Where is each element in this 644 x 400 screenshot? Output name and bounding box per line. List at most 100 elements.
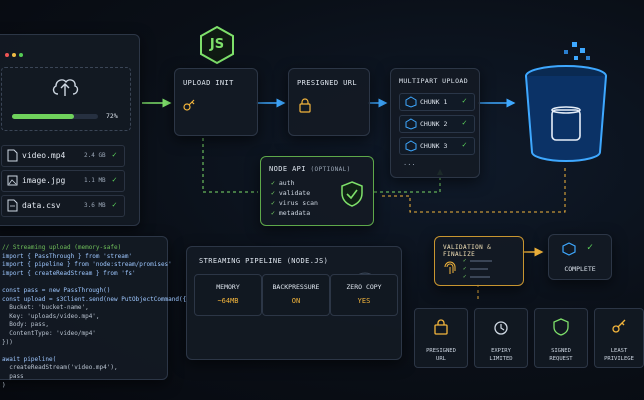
code-line bbox=[2, 347, 162, 356]
metric-label: MEMORY bbox=[216, 283, 240, 291]
metric-label: ZERO COPY bbox=[346, 283, 382, 291]
file-row[interactable]: data.csv 3.6 MB ✓ bbox=[1, 195, 125, 217]
storage-bucket bbox=[516, 40, 616, 170]
key-icon bbox=[612, 319, 626, 333]
code-panel bbox=[0, 236, 168, 380]
file-icon bbox=[7, 149, 18, 162]
lock-icon bbox=[299, 98, 311, 113]
progress-fill bbox=[12, 114, 74, 119]
upload-init-node[interactable]: UPLOAD INIT bbox=[174, 68, 258, 136]
logo-text: JS bbox=[209, 37, 225, 52]
code-line bbox=[2, 278, 162, 287]
check-icon: ✓ bbox=[462, 140, 467, 149]
node-api-item-text: auth bbox=[278, 179, 295, 187]
code-line: Body: pass, bbox=[2, 321, 49, 329]
check-icon: ✓ bbox=[462, 118, 467, 127]
node-api-item: ✓ validate bbox=[271, 189, 311, 197]
chunk-item: CHUNK 1 ✓ bbox=[399, 93, 475, 111]
code-line: Key: 'uploads/video.mp4', bbox=[2, 312, 100, 320]
chunk-label: CHUNK 2 bbox=[420, 120, 448, 128]
node-api-item: ✓ virus scan bbox=[271, 199, 318, 207]
metric-card: ZERO COPY YES bbox=[330, 274, 398, 316]
code-line: await pipeline( bbox=[2, 355, 57, 363]
dashed-bucket-to-validation bbox=[380, 168, 566, 213]
code-line: })) bbox=[2, 338, 13, 346]
file-row[interactable]: image.jpg 1.1 MB ✓ bbox=[1, 170, 125, 192]
dashed-init-to-nodeapi bbox=[202, 138, 258, 193]
file-row[interactable]: video.mp4 2.4 GB ✓ bbox=[1, 145, 125, 167]
code-line: import { createReadStream } from 'fs' bbox=[2, 269, 136, 277]
code-line: const upload = s3Client.send(new PutObje… bbox=[2, 295, 187, 303]
window-dots bbox=[5, 42, 23, 61]
pipeline-subtitle: (NODE.JS) bbox=[286, 257, 329, 265]
file-size: 3.6 MB bbox=[84, 202, 106, 209]
file-name: image.jpg bbox=[22, 176, 66, 185]
code-block: // Streaming upload (memory-safe)import … bbox=[2, 244, 187, 389]
upload-init-label: UPLOAD INIT bbox=[183, 79, 234, 87]
validation-checks: ✓ ✓ ✓ bbox=[463, 257, 492, 281]
code-line: createReadStream('video.mp4'), bbox=[2, 364, 118, 372]
validation-node[interactable]: VALIDATION & FINALIZE ✓ ✓ ✓ bbox=[434, 236, 524, 286]
check-icon: ✓ bbox=[587, 242, 594, 253]
chunk-label: CHUNK 1 bbox=[420, 98, 448, 106]
cloud-upload-icon bbox=[52, 79, 79, 96]
drop-zone[interactable]: 72% bbox=[1, 67, 131, 131]
shield-check-icon bbox=[341, 181, 363, 207]
csv-file-icon bbox=[7, 199, 18, 212]
upload-window: 72% video.mp4 2.4 GB ✓ image.jpg 1.1 MB … bbox=[0, 34, 140, 226]
chunk-item: CHUNK 3 ✓ bbox=[399, 137, 475, 155]
code-line: ) bbox=[2, 381, 6, 389]
file-size: 1.1 MB bbox=[84, 177, 106, 184]
pipeline-title-text: STREAMING PIPELINE bbox=[199, 257, 283, 265]
chunk-label: CHUNK 3 bbox=[420, 142, 448, 150]
metric-value: YES bbox=[357, 297, 371, 305]
complete-label: COMPLETE bbox=[564, 265, 596, 273]
multipart-upload-node[interactable]: MULTIPART UPLOAD CHUNK 1 ✓ CHUNK 2 ✓ CHU… bbox=[390, 68, 480, 178]
metric-label: BACKPRESSURE bbox=[272, 283, 320, 291]
complete-node[interactable]: ✓ COMPLETE bbox=[548, 234, 612, 280]
check-icon: ✓ bbox=[462, 96, 467, 105]
file-name: video.mp4 bbox=[22, 151, 66, 160]
chunk-item: CHUNK 2 ✓ bbox=[399, 115, 475, 133]
key-icon bbox=[183, 99, 195, 111]
node-api-item: ✓ auth bbox=[271, 179, 295, 187]
bucket-icon bbox=[525, 42, 607, 162]
node-api-item-text: validate bbox=[278, 189, 311, 197]
presigned-url-node[interactable]: PRESIGNED URL bbox=[288, 68, 370, 136]
timer-icon bbox=[494, 321, 508, 335]
image-file-icon bbox=[7, 175, 18, 186]
code-line: // Streaming upload (memory-safe) bbox=[2, 244, 122, 251]
cube-icon bbox=[562, 242, 576, 256]
node-api-title: NODE API (OPTIONAL) bbox=[269, 165, 351, 173]
progress-percent: 72% bbox=[106, 112, 118, 120]
code-line: import { pipeline } from 'node:stream/pr… bbox=[2, 261, 172, 269]
node-api-qualifier: (OPTIONAL) bbox=[310, 166, 351, 173]
code-line: pass bbox=[2, 372, 24, 380]
multipart-upload-label: MULTIPART UPLOAD bbox=[399, 77, 469, 85]
node-api-item-text: metadata bbox=[278, 209, 311, 217]
code-line: import { PassThrough } from 'stream' bbox=[2, 252, 133, 260]
check-icon: ✓ bbox=[112, 175, 117, 184]
validation-title: VALIDATION & FINALIZE bbox=[443, 244, 492, 258]
node-api-item: ✓ metadata bbox=[271, 209, 311, 217]
metric-card: BACKPRESSURE ON bbox=[262, 274, 330, 316]
fingerprint-icon bbox=[444, 261, 456, 274]
cube-icon bbox=[405, 118, 417, 130]
node-api-title-text: NODE API bbox=[269, 165, 306, 173]
cube-icon bbox=[405, 96, 417, 108]
metric-value: ON bbox=[291, 297, 301, 305]
file-size: 2.4 GB bbox=[84, 152, 106, 159]
pipeline-title: STREAMING PIPELINE (NODE.JS) bbox=[199, 257, 328, 265]
nodejs-logo: JS bbox=[199, 25, 235, 65]
shield-icon bbox=[553, 318, 569, 336]
node-api-node[interactable]: NODE API (OPTIONAL) ✓ auth ✓ validate ✓ … bbox=[260, 156, 374, 226]
code-line: Bucket: 'bucket-name', bbox=[2, 304, 89, 312]
